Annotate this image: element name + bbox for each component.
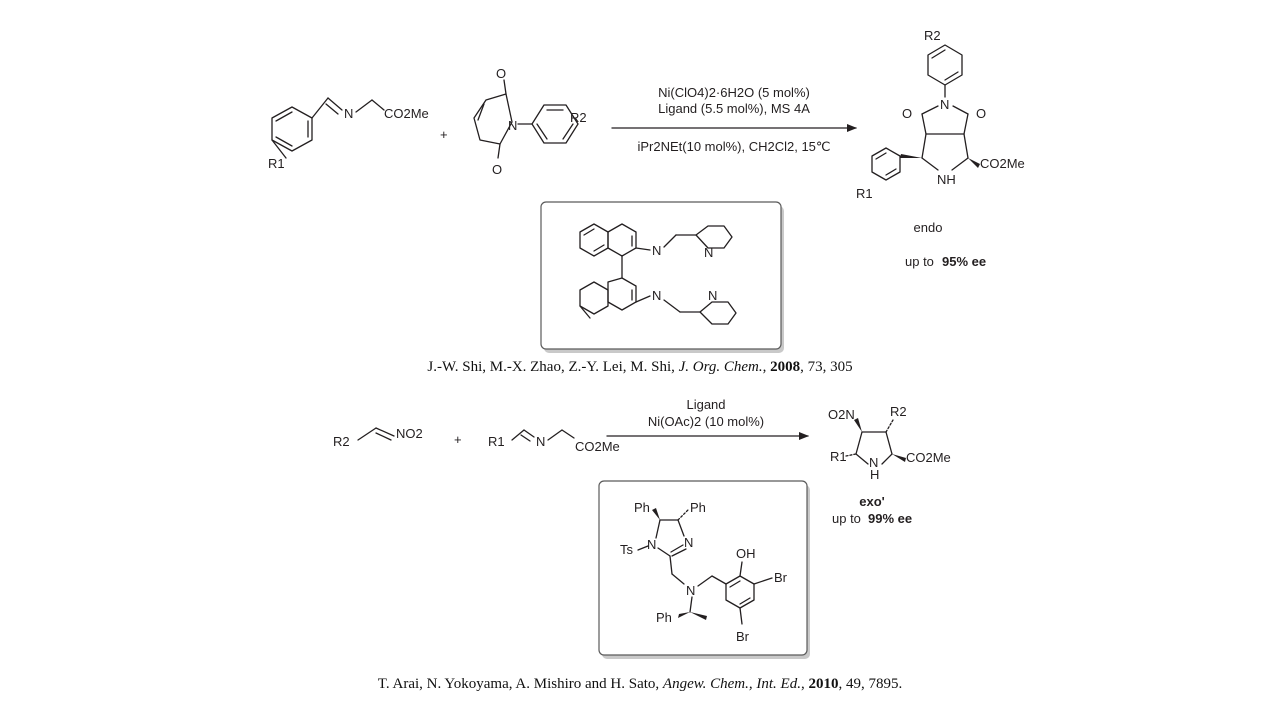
product-exo-pyrrolidine: O2N R2 N H R1 CO2Me [828,404,951,482]
ligand2-amine-n: N [686,583,695,598]
product-nh-label: NH [937,172,956,187]
product-r1-label: R1 [856,186,873,201]
r1-label: R1 [268,156,285,171]
citation2-journal: Angew. Chem., Int. Ed. [662,676,801,692]
product2-r2-label: R2 [890,404,907,419]
citation2-volume-pages: , 49, 7895. [838,676,903,692]
ligand-imidazoline-aminophenol: Ph Ph N N Ts N Ph OH Br Br [620,500,788,644]
condition-ligand: Ligand (5.5 mol%), MS 4A [658,101,810,116]
ee-value-1: 95% ee [942,254,986,269]
citation1-year: 2008 [770,359,801,375]
reactant-imine-1: N CO2Me R1 [268,97,429,171]
product-imide-n: N [940,97,949,112]
product2-n-label: N [869,455,878,470]
selectivity-endo: endo [914,220,943,235]
ligand2-ph-left: Ph [634,500,650,515]
ligand2-n1: N [647,537,656,552]
citation1-volume-pages: , 73, 305 [800,359,853,375]
condition-base-solvent: iPr2NEt(10 mol%), CH2Cl2, 15℃ [637,139,830,154]
citation-2: T. Arai, N. Yokoyama, A. Mishiro and H. … [377,676,903,692]
product2-r1-label: R1 [830,449,847,464]
product-r2-label: R2 [924,28,941,43]
selectivity-exo: exo' [859,494,885,509]
ligand2-br-bottom: Br [736,629,750,644]
ligand1-n-top: N [652,243,661,258]
maleimide-n-label: N [508,118,517,133]
product-ester-label: CO2Me [980,156,1025,171]
product-o-left: O [902,106,912,121]
product2-ester-label: CO2Me [906,450,951,465]
ligand1-pyridine-n-top: N [704,245,713,260]
citation2-year: 2010 [808,676,839,692]
ligand-binaphthyl-bisimine: N N N N [579,223,737,325]
reactant-imine-2: R1 N CO2Me [488,429,620,454]
citation2-authors: T. Arai, N. Yokoyama, A. Mishiro and H. … [377,676,660,692]
imine2-ester-label: CO2Me [575,439,620,454]
ligand2-n3: N [684,535,693,550]
nitro-group-label: NO2 [396,426,423,441]
product-endo-pyrrolidine: R2 N O O NH R1 CO2Me [856,28,1025,201]
citation1-journal: J. Org. Chem. [678,359,763,375]
maleimide-o-bottom: O [492,162,502,177]
reactant-maleimide: O O N R2 [473,66,587,177]
citation1-authors: J.-W. Shi, M.-X. Zhao, Z.-Y. Lei, M. Shi… [427,359,675,375]
reactant-nitroalkene: R2 NO2 [333,426,423,449]
product2-h-label: H [870,467,879,482]
ligand-box-1 [540,201,782,350]
ligand2-oh-label: OH [736,546,756,561]
ligand1-n-bottom: N [652,288,661,303]
imine2-r1-label: R1 [488,434,505,449]
imine-n-label: N [344,106,353,121]
ligand2-ts-label: Ts [620,542,634,557]
plus-sign-2: + [454,432,462,447]
ligand2-br-top: Br [774,570,788,585]
ligand2-ph-bottom: Ph [656,610,672,625]
ee-value-2: 99% ee [868,511,912,526]
citation-1: J.-W. Shi, M.-X. Zhao, Z.-Y. Lei, M. Shi… [427,359,853,375]
r2-label: R2 [570,110,587,125]
maleimide-o-top: O [496,66,506,81]
ligand2-ph-right: Ph [690,500,706,515]
nitroalkene-r2-label: R2 [333,434,350,449]
plus-sign-1: + [440,127,448,142]
benzene-ring [271,106,313,152]
ee-prefix-2: up to [832,511,861,526]
ligand-box-2 [598,480,808,656]
condition2-ligand: Ligand [686,397,725,412]
product2-no2-label: O2N [828,407,855,422]
product-o-right: O [976,106,986,121]
condition2-catalyst: Ni(OAc)2 (10 mol%) [648,414,764,429]
ligand1-pyridine-n-bottom: N [708,288,717,303]
ester-label: CO2Me [384,106,429,121]
condition-catalyst: Ni(ClO4)2·6H2O (5 mol%) [658,85,810,100]
imine2-n-label: N [536,434,545,449]
ee-prefix-1: up to [905,254,934,269]
